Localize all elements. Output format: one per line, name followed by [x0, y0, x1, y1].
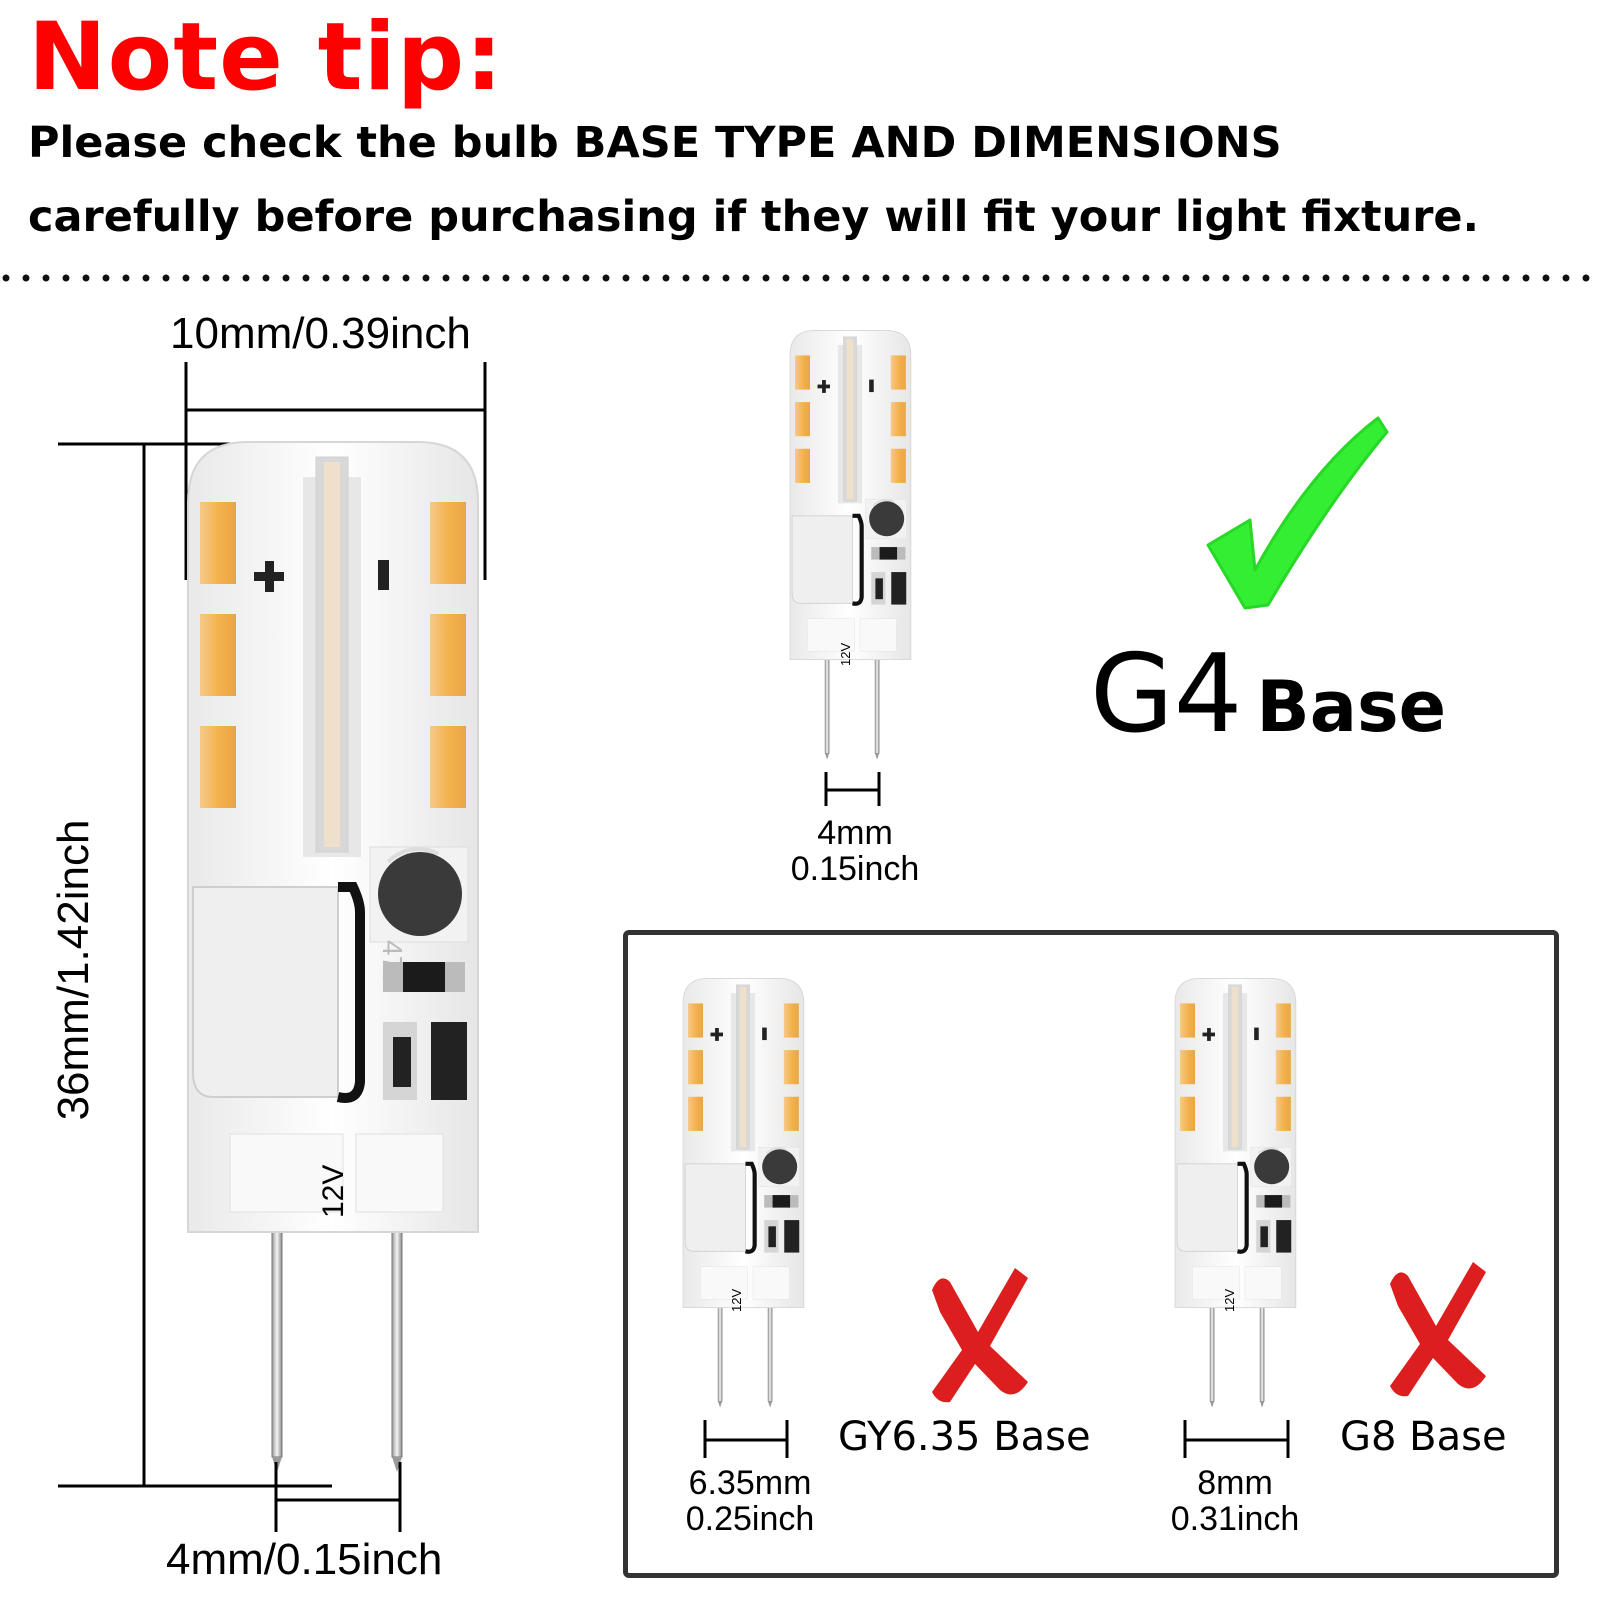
- main-capacitor-label: 470: [377, 940, 408, 987]
- main-width-label: 10mm/0.39inch: [170, 309, 471, 358]
- main-pin-dimension-line: [274, 1462, 402, 1532]
- main-bulb-diagram: 10mm/0.39inch 36mm/1.42inch 12V 470 4mm/…: [0, 300, 560, 1600]
- g4-voltage-label: 12V: [838, 642, 853, 666]
- main-pin-spacing-label: 4mm/0.15inch: [166, 1535, 443, 1584]
- g4-spacing-mm: 4mm: [817, 814, 893, 852]
- main-height-label: 36mm/1.42inch: [49, 819, 98, 1121]
- g4-base-word: Base: [1256, 666, 1447, 748]
- main-voltage-label: 12V: [317, 1164, 350, 1218]
- g4-bulb-group: 12V 4mm 0.15inch: [760, 320, 960, 900]
- g8-bulb: [1175, 978, 1300, 1408]
- gy635-bulb-group: 12V 6.35mm 0.25inch: [655, 970, 855, 1537]
- g4-base-code: G4: [1090, 632, 1243, 757]
- main-bulb: [188, 442, 488, 1482]
- g8-base-label: G8 Base: [1340, 1414, 1507, 1460]
- notice-line-2: carefully before purchasing if they will…: [28, 192, 1479, 242]
- gy635-bulb: [683, 978, 808, 1408]
- g4-bulb: [790, 330, 915, 760]
- gy635-spacing-inch: 0.25inch: [685, 1500, 815, 1538]
- incompatible-bases-box: [623, 930, 1559, 1578]
- g4-pin-dimension-line: [824, 772, 881, 806]
- g8-bulb-group: 12V 8mm 0.31inch: [1140, 970, 1340, 1537]
- g8-spacing-mm: 8mm: [1197, 1464, 1273, 1502]
- gy635-spacing-mm: 6.35mm: [688, 1464, 812, 1502]
- main-width-dimension-line: [184, 362, 487, 580]
- gy635-voltage-label: 12V: [729, 1288, 744, 1312]
- gy635-base-label: GY6.35 Base: [838, 1414, 1091, 1460]
- g8-pin-dimension-line: [1183, 1420, 1290, 1458]
- cross-icon-gy635: [932, 1268, 1028, 1403]
- dotted-divider: [2, 274, 1600, 282]
- cross-icon-g8: [1390, 1262, 1486, 1397]
- gy635-pin-dimension-line: [703, 1420, 789, 1458]
- notice-line-1: Please check the bulb BASE TYPE AND DIME…: [28, 118, 1282, 168]
- checkmark-icon: [1206, 416, 1389, 610]
- g4-spacing-inch: 0.15inch: [790, 850, 920, 888]
- g8-spacing-inch: 0.31inch: [1170, 1500, 1300, 1538]
- g8-voltage-label: 12V: [1222, 1288, 1237, 1312]
- note-title: Note tip:: [28, 3, 504, 112]
